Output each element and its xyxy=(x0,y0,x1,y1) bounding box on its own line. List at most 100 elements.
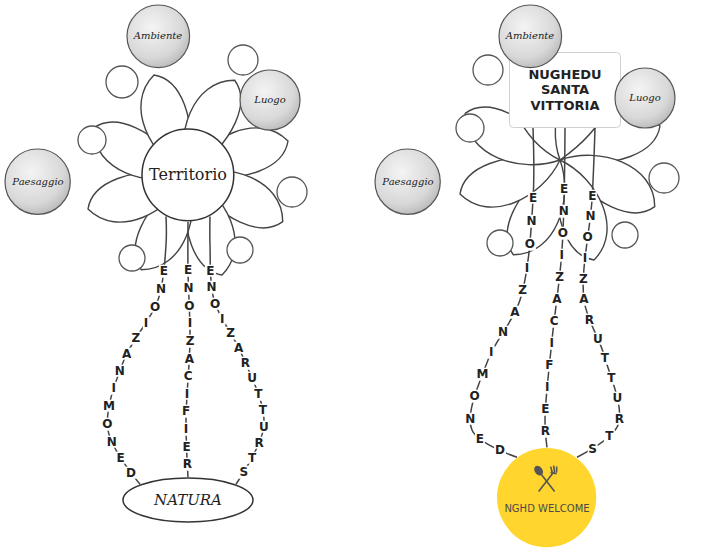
stem-letter: O xyxy=(209,297,221,310)
stem-letter: N xyxy=(155,283,167,296)
node-label: Ambiente xyxy=(506,30,555,42)
stem-letter: I xyxy=(187,317,193,330)
stem-letter: Z xyxy=(554,271,565,284)
stem-letter: F xyxy=(544,359,554,372)
stem-letter: O xyxy=(524,238,536,251)
stem-letter: O xyxy=(557,227,569,240)
stem-letter: U xyxy=(611,392,623,405)
right-small-circles xyxy=(456,55,679,256)
center-circle: Territorio xyxy=(141,128,235,222)
left-small-circles xyxy=(78,45,307,271)
stem-letter: A xyxy=(121,347,132,360)
stem-letter: Z xyxy=(578,272,589,285)
node-label: Paesaggio xyxy=(12,176,63,188)
stem-letter: N xyxy=(205,281,217,294)
stem-letter: E xyxy=(159,265,169,278)
stem-letter: S xyxy=(238,466,249,479)
stem-letter: T xyxy=(604,430,614,443)
stem-letter: I xyxy=(184,387,190,400)
stem-letter: E xyxy=(205,264,215,277)
stem-letter: E xyxy=(116,451,126,464)
stem-letter: I xyxy=(558,249,564,262)
node-label: Luogo xyxy=(254,94,286,106)
stem-letter: I xyxy=(143,316,149,329)
stem-letter: T xyxy=(258,404,268,417)
stem-letter: N xyxy=(114,364,126,377)
stem-line xyxy=(577,128,620,457)
stem-letter: I xyxy=(110,382,116,395)
stem-letter: R xyxy=(584,313,595,326)
stem-line xyxy=(186,222,190,477)
globe-circle: Luogo xyxy=(614,67,676,129)
node-label: Ambiente xyxy=(134,30,183,42)
stem-letter: N xyxy=(526,215,538,228)
node-label: NATURA xyxy=(154,491,222,509)
stem-letter: U xyxy=(592,332,604,345)
stem-letter: C xyxy=(549,315,560,328)
stem-letter: O xyxy=(101,418,113,431)
stem-letter: E xyxy=(559,183,569,196)
stem-line xyxy=(545,128,565,447)
stem-letter: Z xyxy=(131,332,142,345)
node-label: Territorio xyxy=(149,165,227,184)
stem-letter: U xyxy=(246,372,258,385)
stem-letter: Z xyxy=(185,335,196,348)
stem-letter: N xyxy=(106,435,118,448)
stem-letter: A xyxy=(509,306,520,319)
globe-circle: Paesaggio xyxy=(4,148,71,215)
node-label: NGHD WELCOME xyxy=(504,503,589,515)
stem-letter: U xyxy=(258,420,270,433)
stem-letter: F xyxy=(181,405,191,418)
stem-letter: T xyxy=(247,451,257,464)
globe-circle: Ambiente xyxy=(126,4,191,69)
stem-letter: I xyxy=(524,261,530,274)
node-label: Paesaggio xyxy=(382,176,433,188)
stem-letter: A xyxy=(578,293,589,306)
stem-letter: O xyxy=(149,300,161,313)
stem-letter: C xyxy=(183,370,194,383)
stem-letter: O xyxy=(469,390,481,403)
globe-circle: Luogo xyxy=(239,69,301,131)
stem-letter: O xyxy=(582,231,594,244)
globe-circle: Paesaggio xyxy=(374,148,441,215)
stem-letter: M xyxy=(476,368,490,381)
stem-letter: I xyxy=(488,346,494,359)
stem-letter: N xyxy=(464,413,476,426)
stem-letter: R xyxy=(540,425,551,438)
stem-letter: S xyxy=(587,442,598,455)
base-ellipse: NATURA xyxy=(122,477,254,523)
stem-letter: E xyxy=(587,189,597,202)
logo-circle-outline xyxy=(496,447,597,548)
stem-letter: M xyxy=(102,399,116,412)
stem-line xyxy=(210,216,264,484)
stem-line xyxy=(470,128,534,457)
stem-letter: T xyxy=(600,352,610,365)
stem-letter: D xyxy=(494,444,506,457)
cutlery-icon xyxy=(534,466,557,492)
stem-letter: I xyxy=(219,313,225,326)
stem-letter: Z xyxy=(517,284,528,297)
stem-letter: R xyxy=(614,412,625,425)
stem-letter: I xyxy=(548,337,554,350)
stem-letter: E xyxy=(183,264,193,277)
stem-letter: A xyxy=(551,293,562,306)
stem-letter: T xyxy=(606,372,616,385)
stem-letter: N xyxy=(497,326,509,339)
stem-letter: Z xyxy=(225,327,236,340)
stem-letter: D xyxy=(125,467,137,480)
stem-letter: E xyxy=(181,440,191,453)
stem-letter: E xyxy=(528,192,538,205)
stem-letter: I xyxy=(544,381,550,394)
node-label: NUGHEDU SANTA VITTORIA xyxy=(519,67,611,114)
logo-circle: NGHD WELCOME xyxy=(496,447,597,548)
stem-letter: A xyxy=(233,342,244,355)
globe-circle: Ambiente xyxy=(498,4,563,69)
stem-letter: I xyxy=(582,252,588,265)
stem-letter: N xyxy=(183,282,195,295)
stem-letter: R xyxy=(254,436,265,449)
stem-letter: E xyxy=(475,433,485,446)
stem-letter: E xyxy=(540,403,550,416)
stem-letter: I xyxy=(183,423,189,436)
stem-letter: A xyxy=(184,352,195,365)
stem-letter: R xyxy=(182,458,193,471)
